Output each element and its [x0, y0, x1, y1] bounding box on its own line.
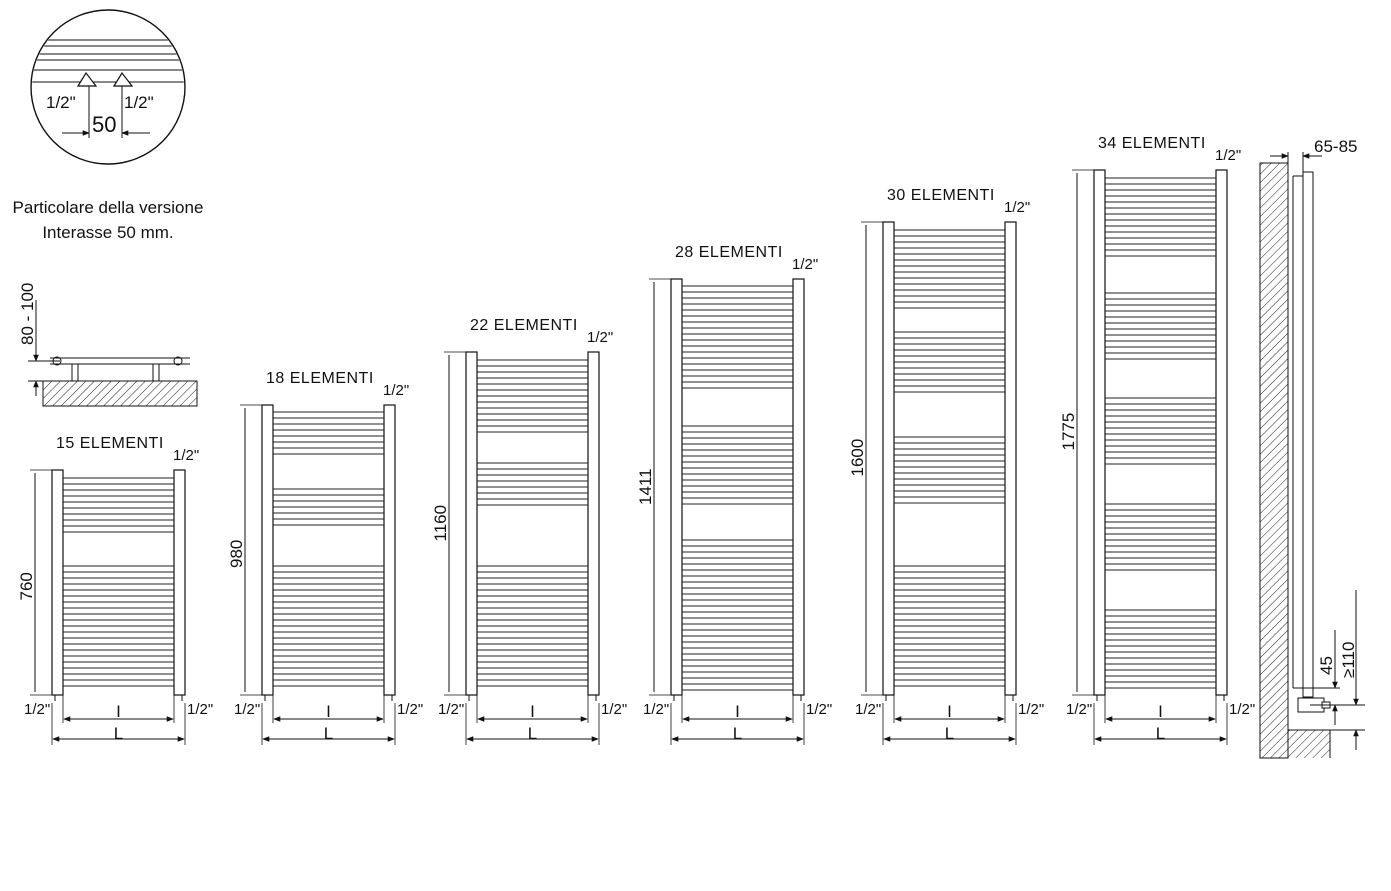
thread-bottom-right: 1/2" — [187, 701, 213, 718]
thread-bottom-left: 1/2" — [24, 701, 50, 718]
detail-circle — [30, 9, 186, 165]
radiator-2: 18 ELEMENTI 1/2" 1/2" 1/2" IL 980 — [227, 370, 423, 745]
left-collector — [1093, 169, 1106, 696]
model-title: 15 ELEMENTI — [56, 435, 164, 452]
thread-top-right: 1/2" — [383, 382, 409, 399]
outer-width-label: L — [1156, 724, 1165, 743]
left-collector — [465, 351, 478, 696]
radiator-1: 15 ELEMENTI 1/2" 1/2" 1/2" IL 760 — [17, 435, 213, 745]
thread-bottom-left: 1/2" — [855, 701, 881, 718]
model-title: 28 ELEMENTI — [675, 244, 783, 261]
left-collector — [882, 221, 895, 696]
radiator-4: 28 ELEMENTI 1/2" 1/2" 1/2" IL 1411 — [636, 244, 832, 745]
model-title: 18 ELEMENTI — [266, 370, 374, 387]
height-dimension: 1411 — [636, 468, 655, 505]
thread-bottom-left: 1/2" — [438, 701, 464, 718]
thread-bottom-left: 1/2" — [1066, 701, 1092, 718]
inner-width-label: I — [1158, 702, 1163, 721]
right-collector — [1215, 169, 1228, 696]
radiator-5: 30 ELEMENTI 1/2" 1/2" 1/2" IL 1600 — [848, 187, 1044, 745]
thread-bottom-right: 1/2" — [397, 701, 423, 718]
right-collector — [587, 351, 600, 696]
valve-left-icon — [76, 71, 98, 87]
caption-line-2: Interasse 50 mm. — [42, 223, 173, 242]
inner-width-label: I — [326, 702, 331, 721]
height-dimension: 1160 — [431, 505, 450, 542]
right-collector — [173, 469, 186, 696]
valve-right-icon — [112, 71, 134, 87]
right-collector — [1004, 221, 1017, 696]
thread-bottom-right: 1/2" — [806, 701, 832, 718]
thread-bottom-right: 1/2" — [601, 701, 627, 718]
wall-gap-range: 80 - 100 — [18, 283, 37, 345]
detail-left-thread: 1/2" — [46, 93, 76, 112]
outer-width-label: L — [733, 724, 742, 743]
thread-bottom-left: 1/2" — [234, 701, 260, 718]
thread-top-right: 1/2" — [173, 447, 199, 464]
height-dimension: 1775 — [1059, 413, 1078, 451]
model-title: 30 ELEMENTI — [887, 187, 995, 204]
inner-width-label: I — [116, 702, 121, 721]
height-dimension: 980 — [227, 540, 246, 568]
outer-width-label: L — [324, 724, 333, 743]
connection-detail: 1/2" 1/2" 50 — [30, 9, 186, 165]
side-offset-45: 45 — [1317, 656, 1336, 675]
left-collector — [670, 278, 683, 696]
side-depth-label: 65-85 — [1314, 137, 1357, 156]
right-collector — [383, 404, 396, 696]
wall-section — [1259, 162, 1289, 759]
detail-right-thread: 1/2" — [124, 93, 154, 112]
inner-width-label: I — [947, 702, 952, 721]
caption-line-1: Particolare della versione — [13, 198, 204, 217]
height-dimension: 760 — [17, 572, 36, 600]
left-collector — [261, 404, 274, 696]
thread-top-right: 1/2" — [1004, 199, 1030, 216]
radiator-6: 34 ELEMENTI 1/2" 1/2" 1/2" IL 1775 — [1059, 135, 1255, 745]
side-offset-110: ≥110 — [1339, 642, 1358, 678]
outer-width-label: L — [945, 724, 954, 743]
left-collector — [51, 469, 64, 696]
thread-top-right: 1/2" — [587, 329, 613, 346]
model-title: 34 ELEMENTI — [1098, 135, 1206, 152]
right-collector — [792, 278, 805, 696]
thread-bottom-right: 1/2" — [1229, 701, 1255, 718]
thread-top-right: 1/2" — [1215, 147, 1241, 164]
inner-width-label: I — [530, 702, 535, 721]
outer-width-label: L — [114, 724, 123, 743]
wall-gap-detail — [28, 300, 198, 407]
radiator-3: 22 ELEMENTI 1/2" 1/2" 1/2" IL 1160 — [431, 317, 627, 745]
thread-bottom-left: 1/2" — [643, 701, 669, 718]
detail-spacing: 50 — [92, 112, 116, 137]
inner-width-label: I — [735, 702, 740, 721]
radiator-side-profile — [1302, 171, 1314, 698]
thread-top-right: 1/2" — [792, 256, 818, 273]
thread-bottom-right: 1/2" — [1018, 701, 1044, 718]
side-view — [1259, 152, 1365, 759]
model-title: 22 ELEMENTI — [470, 317, 578, 334]
outer-width-label: L — [528, 724, 537, 743]
height-dimension: 1600 — [848, 439, 867, 477]
